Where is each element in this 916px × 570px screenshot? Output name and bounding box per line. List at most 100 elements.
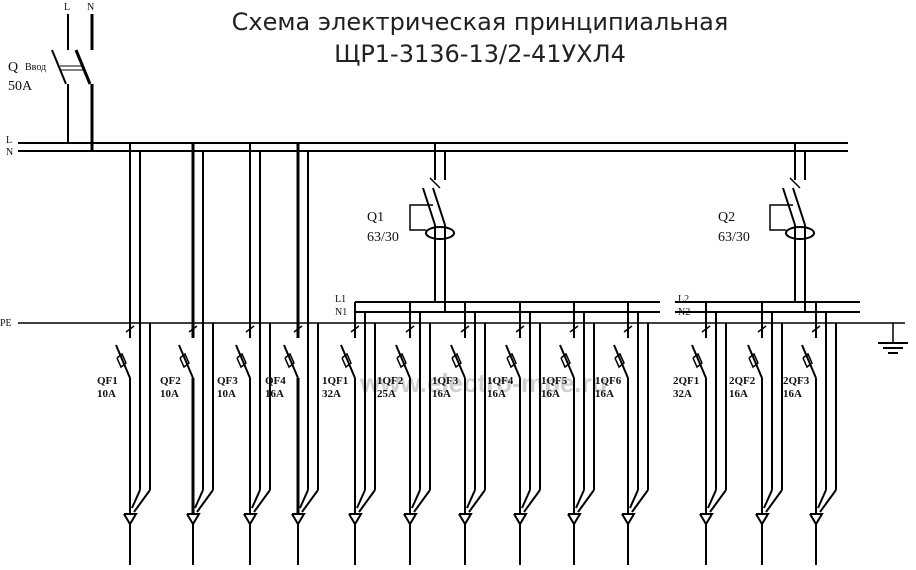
breaker-tick [405,325,415,333]
feeder-pe-bend [301,489,319,513]
breaker-contact [236,352,247,369]
rcd2-rating: 63/30 [718,230,750,245]
rcd1-test-loop [409,204,433,231]
feeder-pe-bend [253,489,271,513]
input-n-label: N [87,2,94,13]
feeder-n-bend [251,489,261,509]
breaker-tick [623,325,633,333]
rcd1-sensor-icon [425,226,455,240]
input-l-label: L [64,2,70,13]
rcd1-l-blade [422,187,436,226]
feeder-name: 1QF1 [322,375,348,387]
input-breaker-sub: Ввод [25,62,46,73]
feeder-rating: 16A [265,388,284,400]
breaker-tick [460,325,470,333]
breaker-contact [692,352,703,369]
feeder-n-bend [629,489,639,509]
cable-arrow-icon [291,513,306,526]
feeder-name: QF2 [160,375,181,387]
feeder-n-bend [299,489,309,509]
breaker-contact [341,352,352,369]
rcd1-tick [429,177,441,189]
breaker-contact [560,352,571,369]
breaker-tick [811,325,821,333]
breaker-contact [284,352,295,369]
rcd2-l-blade [782,187,796,226]
cable-arrow-icon [567,513,582,526]
breaker-tick [569,325,579,333]
feeder-pe-bend [358,489,376,513]
breaker-contact [396,352,407,369]
feeder-name: 1QF4 [487,375,514,387]
feeder-n-bend [131,489,141,509]
rcd2-tick [789,177,801,189]
feeder-n-bend [356,489,366,509]
feeder-name: 1QF2 [377,375,404,387]
breaker-blade [340,344,356,379]
feeder-n-bend [411,489,421,509]
breaker-blade [747,344,763,379]
feeder-pe-bend [196,489,214,513]
cable-arrow-icon [186,513,201,526]
cable-arrow-icon [123,513,138,526]
feeder-pe-bend [631,489,649,513]
breaker-contact [116,352,127,369]
feeder-rating: 25A [377,388,396,400]
bus-l2-label: L2 [678,294,689,305]
watermark: www.electro-mpe.ru [359,368,608,398]
feeder-pe-bend [413,489,431,513]
title-line2: ЩР1-3136-13/2-41УХЛ4 [334,40,626,68]
bus-n1-label: N1 [335,307,347,318]
breaker-contact [748,352,759,369]
breaker-tick [245,325,255,333]
feeder-pe-bend [819,489,837,513]
breaker-tick [701,325,711,333]
cable-arrow-icon [403,513,418,526]
feeder-name: QF3 [217,375,238,387]
cable-arrow-icon [243,513,258,526]
feeder-rating: 10A [160,388,179,400]
feeder-rating: 16A [487,388,506,400]
bus-pe-label: PE [0,318,12,329]
breaker-blade [450,344,466,379]
bus-l1-label: L1 [335,294,346,305]
breaker-blade [178,344,194,379]
cable-arrow-icon [621,513,636,526]
breaker-contact [506,352,517,369]
cable-arrow-icon [458,513,473,526]
cable-arrow-icon [809,513,824,526]
rcd1-name: Q1 [367,210,384,225]
input-l-blade [51,49,67,85]
feeder-rating: 16A [432,388,451,400]
feeder-rating: 32A [322,388,341,400]
breaker-blade [505,344,521,379]
breaker-blade [691,344,707,379]
cable-arrow-icon [699,513,714,526]
feeder-pe-bend [765,489,783,513]
cable-arrow-icon [755,513,770,526]
breaker-tick [515,325,525,333]
input-n-blade [74,49,92,85]
breaker-blade [115,344,131,379]
breaker-tick [350,325,360,333]
rcd2-n-blade [792,187,806,226]
rcd1-n-blade [432,187,446,226]
feeder-rating: 32A [673,388,692,400]
feeder-name: 2QF3 [783,375,810,387]
feeder-pe-bend [709,489,727,513]
feeder-rating: 16A [595,388,614,400]
breaker-contact [614,352,625,369]
breaker-tick [293,325,303,333]
cable-arrow-icon [348,513,363,526]
